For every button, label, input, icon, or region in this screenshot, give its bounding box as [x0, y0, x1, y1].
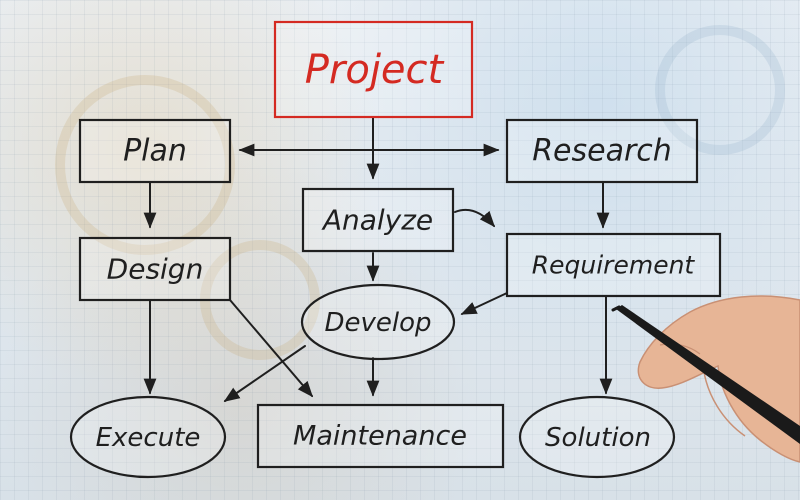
design-node-label: Design [107, 253, 204, 286]
execute-node-label: Execute [96, 423, 201, 453]
pen-icon [611, 305, 800, 444]
connector-develop-execute [223, 345, 306, 402]
solution-node-label: Solution [545, 423, 651, 453]
plan-node-box [78, 118, 232, 184]
connector-requirement-develop [460, 292, 508, 315]
plan-node-label: Plan [123, 134, 187, 169]
research-node-box [505, 118, 699, 184]
connector-analyze-requirement [454, 208, 496, 228]
requirement-node-box [505, 232, 722, 298]
maintenance-node-box [256, 403, 505, 469]
requirement-node-label: Requirement [532, 251, 696, 280]
analyze-node-label: Analyze [321, 204, 433, 237]
hand-icon [637, 295, 800, 463]
develop-node-label: Develop [324, 308, 431, 338]
execute-node-ellipse [69, 395, 227, 479]
connector-design-maintenance [229, 299, 314, 398]
maintenance-node-label: Maintenance [293, 421, 467, 452]
research-node-label: Research [532, 134, 672, 169]
analyze-node-box [301, 187, 455, 253]
develop-node-ellipse [300, 283, 456, 361]
project-node-box [273, 20, 474, 119]
solution-node-ellipse [518, 395, 676, 479]
project-node-label: Project [305, 47, 445, 93]
design-node-box [78, 236, 232, 302]
